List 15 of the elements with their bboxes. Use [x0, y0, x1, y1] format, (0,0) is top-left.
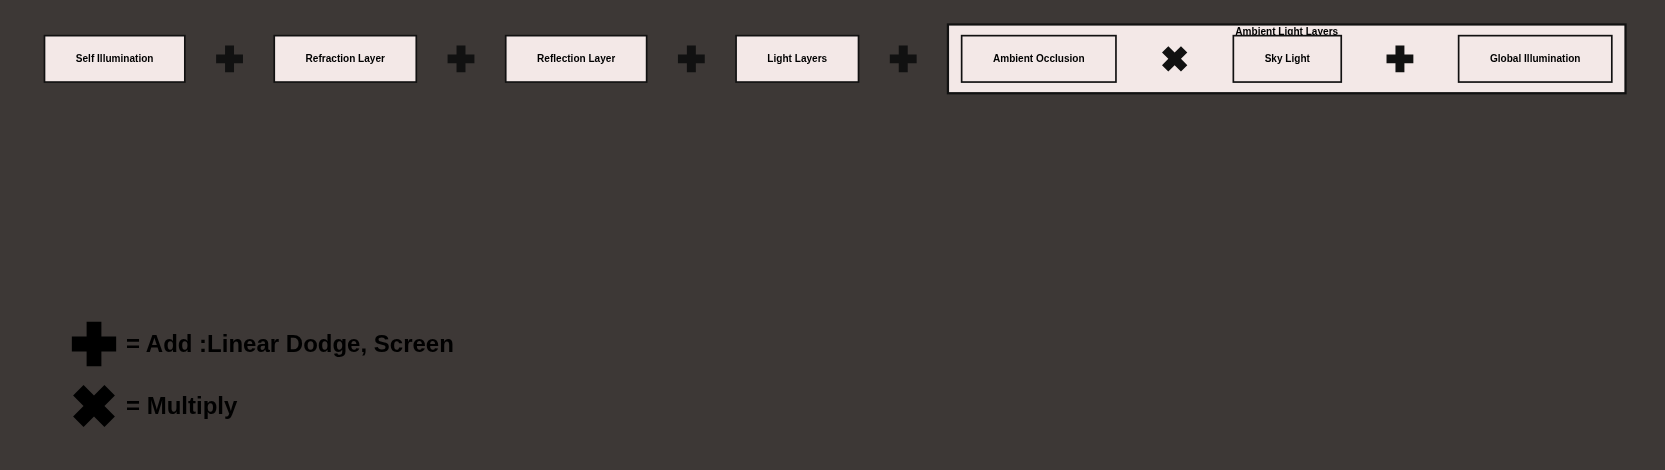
legend-text: = Multiply: [126, 392, 238, 420]
node-box: Global Illumination: [1457, 34, 1613, 83]
node-plus: [677, 45, 705, 73]
node-box: Self Illumination: [43, 34, 186, 83]
node-plus: [447, 45, 475, 73]
node-box: Refraction Layer: [273, 34, 418, 83]
node-box: Sky Light: [1232, 34, 1343, 83]
node-plus: [216, 45, 243, 73]
node-box: Light Layers: [735, 34, 860, 83]
node-cross: [1162, 46, 1188, 72]
node-plus: [889, 45, 917, 73]
node-box: Ambient Occlusion: [960, 34, 1117, 83]
node-plus: [1386, 45, 1414, 73]
node-box: Reflection Layer: [504, 34, 648, 83]
legend-text: = Add :Linear Dodge, Screen: [126, 330, 454, 358]
